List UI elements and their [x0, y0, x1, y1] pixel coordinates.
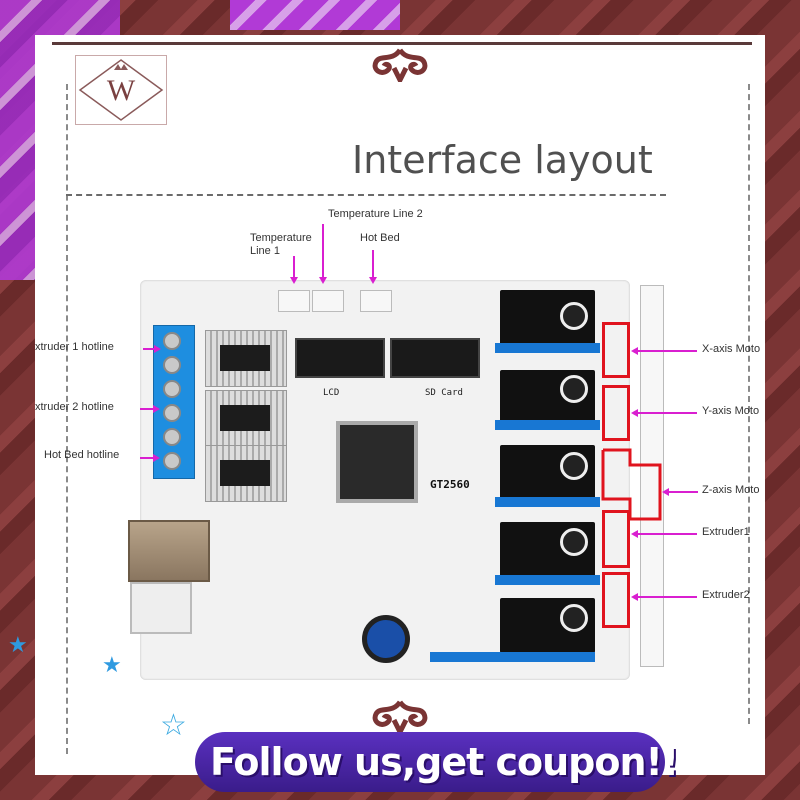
arrow-extruder1: [631, 530, 697, 538]
top-divider: [52, 42, 752, 45]
terminal-screw: [163, 452, 181, 470]
label-extruder1-hotline: xtruder 1 hotline: [35, 341, 114, 353]
x-motor-highlight: [602, 322, 630, 378]
brand-logo: W: [75, 55, 167, 125]
label-temperature-line-2: Temperature Line 2: [328, 208, 423, 220]
driver-header-strip: [495, 420, 600, 430]
extruder2-highlight: [602, 572, 630, 628]
lcd-silkscreen: LCD: [323, 388, 340, 398]
dashed-guide-left: [66, 84, 68, 754]
hotbed-connector: [360, 290, 392, 312]
mosfet: [220, 345, 270, 371]
arrow-temperature-line-2: [319, 224, 327, 284]
arrow-x-axis-motor: [631, 347, 697, 355]
mosfet: [220, 405, 270, 431]
capacitor: [560, 375, 588, 403]
page-title: Interface layout: [352, 138, 653, 182]
label-extruder1: Extruder1: [702, 526, 750, 538]
label-x-axis-motor: X-axis Moto: [702, 343, 761, 355]
arrow-temperature-line-1: [290, 256, 298, 284]
driver-header-strip: [495, 575, 600, 585]
terminal-screw: [163, 356, 181, 374]
label-z-axis-motor: Z-axis Moto: [702, 484, 760, 496]
mcu-chip: [340, 425, 414, 499]
temp1-connector: [278, 290, 310, 312]
coupon-banner-text[interactable]: Follow us,get coupon!!: [210, 740, 679, 784]
sd-header: [390, 338, 480, 378]
ornament-top-icon: [372, 48, 428, 82]
logo-diamond-icon: W: [78, 59, 164, 121]
arrow-z-axis-motor: [662, 488, 698, 496]
coupon-banner[interactable]: [195, 732, 665, 792]
ornament-bottom-icon: [372, 700, 428, 734]
label-y-axis-motor: Y-axis Moto: [702, 405, 760, 417]
lcd-header: [295, 338, 385, 378]
inductor-coil: [362, 615, 410, 663]
star-icon: ☆: [160, 709, 187, 742]
z-motor-highlight: [601, 448, 662, 521]
label-extruder2-hotline: xtruder 2 hotline: [35, 401, 114, 413]
label-extruder2: Extruder2: [702, 589, 750, 601]
dashed-guide-right: [748, 84, 750, 724]
arrow-hot-bed-hotline: [140, 454, 160, 462]
label-temperature-line-1: Temperature Line 1: [250, 232, 312, 257]
star-icon: ★: [102, 652, 122, 677]
sd-silkscreen: SD Card: [425, 388, 463, 398]
driver-header-strip: [495, 343, 600, 353]
arrow-extruder2-hotline: [140, 405, 160, 413]
arrow-extruder1-hotline: [143, 345, 161, 353]
capacitor: [560, 528, 588, 556]
terminal-screw: [163, 404, 181, 422]
driver-header-strip: [495, 497, 600, 507]
arrow-extruder2: [631, 593, 697, 601]
star-icon: ★: [8, 632, 28, 657]
arrow-y-axis-motor: [631, 409, 697, 417]
usb-port: [128, 520, 210, 582]
dashed-guide-title: [66, 194, 666, 196]
terminal-screw: [163, 428, 181, 446]
board-model: GT2560: [430, 478, 470, 491]
capacitor: [560, 604, 588, 632]
logo-letter: W: [107, 74, 136, 107]
label-hot-bed: Hot Bed: [360, 232, 400, 244]
label-hot-bed-hotline: Hot Bed hotline: [44, 449, 120, 461]
capacitor: [560, 452, 588, 480]
capacitor: [560, 302, 588, 330]
temp2-connector: [312, 290, 344, 312]
terminal-screw: [163, 380, 181, 398]
extruder1-highlight: [602, 510, 630, 568]
terminal-screw: [163, 332, 181, 350]
arrow-hot-bed: [369, 250, 377, 284]
mosfet: [220, 460, 270, 486]
driver-header-strip: [430, 652, 595, 662]
decor-band-top: [230, 0, 400, 30]
y-motor-highlight: [602, 385, 630, 441]
power-connector: [130, 582, 192, 634]
